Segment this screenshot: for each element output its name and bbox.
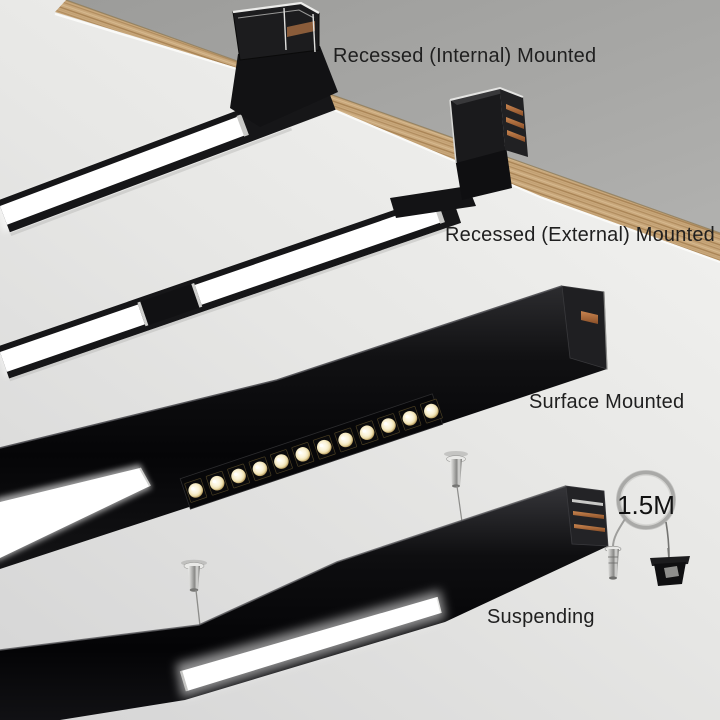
edge-highlight bbox=[0, 285, 563, 449]
cable-coil bbox=[616, 470, 676, 530]
conductor-strip bbox=[574, 524, 605, 532]
conductor-strip bbox=[507, 130, 525, 142]
track-end-face bbox=[565, 485, 609, 547]
reflection-line bbox=[10, 127, 293, 236]
diffuser-end-cap bbox=[179, 670, 189, 692]
diffuser-end-cap bbox=[139, 467, 151, 487]
label-suspending: Suspending bbox=[487, 606, 595, 628]
light-diffuser bbox=[0, 116, 245, 225]
suspending-light bbox=[0, 485, 609, 720]
label-recessed-external: Recessed (External) Mounted bbox=[445, 224, 715, 246]
suspension-cable-right bbox=[444, 451, 468, 523]
mounting-clip bbox=[650, 547, 690, 586]
blank-track-segment bbox=[137, 283, 203, 327]
label-recessed-internal: Recessed (Internal) Mounted bbox=[333, 45, 596, 67]
diffuser-end-cap bbox=[236, 114, 249, 137]
recessed-internal-profile bbox=[230, 1, 338, 127]
edge-highlight bbox=[0, 485, 567, 651]
suspension-cable-left bbox=[181, 559, 207, 627]
track-body bbox=[0, 286, 607, 569]
track-end-face bbox=[561, 285, 608, 370]
steel-wire bbox=[195, 589, 201, 627]
cable-length-badge: 1.5M bbox=[617, 490, 675, 520]
conductor-strip bbox=[573, 511, 604, 519]
suspension-kit: 1.5M bbox=[604, 470, 690, 586]
recessed-external-light bbox=[0, 86, 528, 382]
surface-mounted-light bbox=[0, 285, 608, 569]
recessed-internal-light bbox=[0, 1, 338, 236]
cable-gripper bbox=[604, 545, 622, 580]
grille-lens-row bbox=[179, 393, 444, 510]
steel-wire bbox=[456, 485, 463, 523]
light-diffuser bbox=[0, 468, 150, 558]
aluminum-rim bbox=[232, 1, 320, 14]
canopy-body bbox=[450, 459, 462, 486]
light-diffuser bbox=[181, 597, 441, 691]
track-body bbox=[0, 486, 608, 720]
recessed-external-profile bbox=[390, 86, 528, 218]
aluminum-rim bbox=[449, 86, 524, 101]
reflection-line bbox=[9, 225, 455, 382]
cable-tail bbox=[612, 518, 626, 548]
canopy-body bbox=[188, 566, 200, 590]
conductor-strip bbox=[506, 104, 523, 116]
wood-ceiling-edge bbox=[54, 0, 720, 264]
light-diffuser bbox=[0, 202, 442, 372]
label-surface-mounted: Surface Mounted bbox=[529, 391, 684, 413]
conductor-strip bbox=[581, 311, 598, 324]
conductor-strip bbox=[287, 21, 315, 37]
conductor-strip bbox=[506, 117, 524, 129]
